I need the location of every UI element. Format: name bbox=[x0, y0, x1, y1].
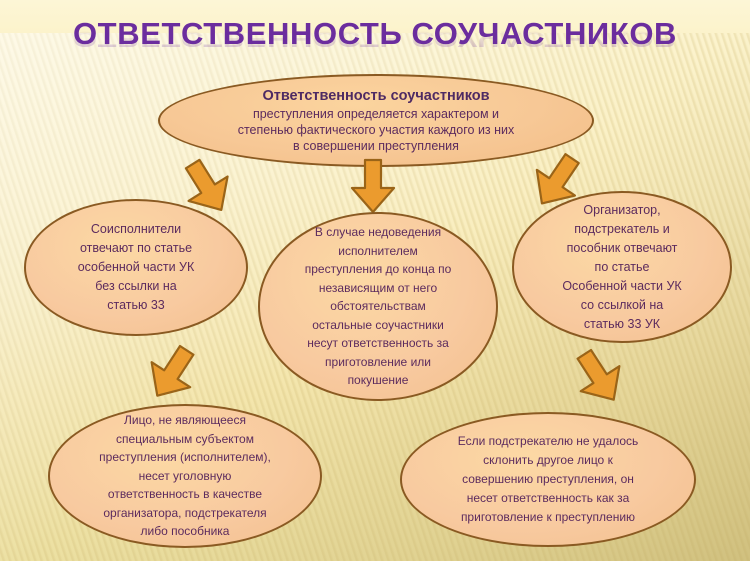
node-main-heading: Ответственность соучастников bbox=[262, 88, 490, 104]
node-bottom-left-line-3: преступления (исполнителем), bbox=[99, 450, 271, 465]
node-special-subject[interactable]: Лицо, не являющееся специальным субъекто… bbox=[48, 404, 322, 548]
node-center-text: В случае недоведения исполнителем престу… bbox=[260, 223, 496, 390]
node-center-line-2: исполнителем bbox=[338, 243, 418, 258]
node-bottom-left-line-2: специальным субъектом bbox=[116, 431, 254, 446]
node-center-line-9: покушение bbox=[347, 373, 409, 388]
node-bottom-left-line-7: либо пособника bbox=[140, 524, 230, 539]
node-right-line-5: Особенной части УК bbox=[562, 278, 682, 293]
node-main-line-3: в совершении преступления bbox=[293, 139, 459, 153]
node-right-line-2: подстрекатель и bbox=[574, 221, 670, 236]
node-right-line-1: Организатор, bbox=[583, 202, 661, 217]
page-title: ОТВЕТСТВЕННОСТЬ СОУЧАСТНИКОВ ОТВЕТСТВЕНН… bbox=[0, 18, 750, 81]
arrow-to-center-node bbox=[349, 158, 397, 214]
node-right-line-3: пособник отвечают bbox=[566, 240, 678, 255]
page-title-text: ОТВЕТСТВЕННОСТЬ СОУЧАСТНИКОВ bbox=[72, 16, 678, 51]
arrow-to-left-node bbox=[169, 148, 246, 226]
node-bottom-right-line-4: несет ответственность как за bbox=[466, 491, 630, 505]
node-center-line-5: обстоятельствам bbox=[330, 299, 426, 314]
node-main-text: Ответственность соучастников преступлени… bbox=[160, 87, 592, 154]
node-co-perpetrators[interactable]: Соисполнители отвечают по статье особенн… bbox=[24, 199, 248, 336]
node-failed-instigation[interactable]: Если подстрекателю не удалось склонить д… bbox=[400, 412, 696, 547]
node-bottom-right-line-5: приготовление к преступлению bbox=[460, 510, 636, 524]
node-main-line-1: преступления определяется характером и bbox=[252, 107, 500, 121]
node-left-line-2: отвечают по статье bbox=[79, 241, 193, 255]
node-center-line-8: приготовление или bbox=[325, 354, 431, 369]
node-organizer-instigator-accomplice[interactable]: Организатор, подстрекатель и пособник от… bbox=[512, 191, 732, 343]
node-center-line-4: независящим от него bbox=[318, 280, 438, 295]
node-bottom-left-line-6: организатора, подстрекателя bbox=[103, 505, 267, 520]
arrow-to-right-node bbox=[518, 142, 595, 220]
node-left-line-1: Соисполнители bbox=[90, 222, 182, 236]
node-left-text: Соисполнители отвечают по статье особенн… bbox=[26, 220, 246, 315]
title-background-band bbox=[0, 0, 750, 33]
node-left-line-3: особенной части УК bbox=[77, 260, 195, 274]
arrow-to-bottom-left-node bbox=[134, 334, 211, 412]
node-bottom-left-line-5: ответственность в качестве bbox=[107, 487, 263, 502]
node-center-line-6: остальные соучастники bbox=[312, 317, 444, 332]
node-incomplete-crime[interactable]: В случае недоведения исполнителем престу… bbox=[258, 212, 498, 401]
node-center-line-7: несут ответственность за bbox=[307, 336, 449, 351]
node-bottom-left-line-1: Лицо, не являющееся bbox=[124, 413, 246, 428]
node-bottom-right-text: Если подстрекателю не удалось склонить д… bbox=[402, 432, 694, 527]
node-main-responsibility[interactable]: Ответственность соучастников преступлени… bbox=[158, 74, 594, 167]
node-left-line-4: без ссылки на bbox=[95, 279, 177, 293]
node-center-line-1: В случае недоведения bbox=[314, 225, 442, 240]
node-bottom-right-line-1: Если подстрекателю не удалось bbox=[457, 434, 639, 448]
node-center-line-3: преступления до конца по bbox=[304, 262, 452, 277]
node-main-line-2: степенью фактического участия каждого из… bbox=[237, 123, 515, 137]
node-right-line-7: статью 33 УК bbox=[583, 316, 661, 331]
node-right-line-4: по статье bbox=[594, 259, 650, 274]
node-right-line-6: со ссылкой на bbox=[580, 297, 664, 312]
arrow-to-bottom-right-node bbox=[561, 338, 638, 416]
node-left-line-5: статью 33 bbox=[107, 298, 165, 312]
node-bottom-left-text: Лицо, не являющееся специальным субъекто… bbox=[50, 411, 320, 541]
node-bottom-left-line-4: несет уголовную bbox=[138, 468, 232, 483]
node-right-text: Организатор, подстрекатель и пособник от… bbox=[514, 201, 730, 334]
node-bottom-right-line-3: совершению преступления, он bbox=[462, 472, 634, 486]
node-bottom-right-line-2: склонить другое лицо к bbox=[483, 453, 613, 467]
